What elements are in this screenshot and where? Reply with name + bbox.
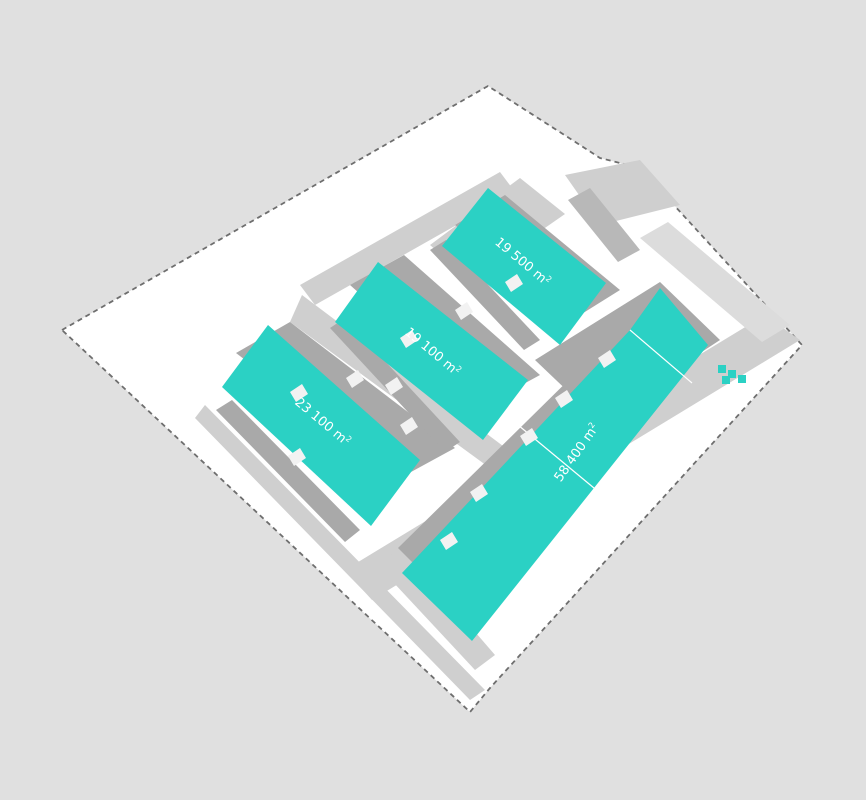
gatehouse-icon <box>718 365 746 384</box>
building-d[interactable] <box>402 288 708 641</box>
warehouse-buildings <box>222 188 708 641</box>
building-a[interactable] <box>222 325 420 526</box>
dock-doors <box>288 274 616 550</box>
building-c[interactable] <box>442 188 606 345</box>
parking-lot-icon <box>568 188 790 342</box>
building-b[interactable] <box>335 262 528 440</box>
